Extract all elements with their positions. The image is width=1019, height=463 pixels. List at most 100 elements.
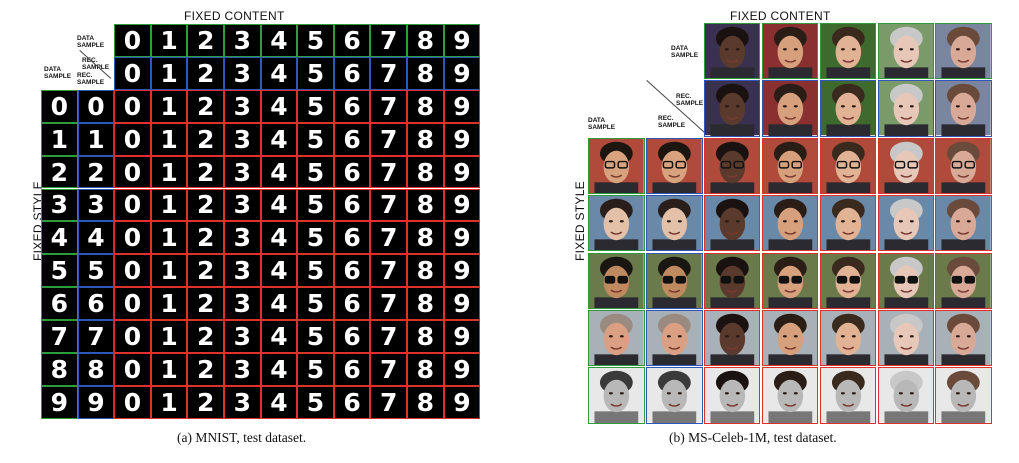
generated-digit: 2 [187,89,224,123]
style-rec-sample: 3 [77,188,115,222]
content-data-sample: 9 [443,24,481,57]
generated-digit: 5 [297,188,334,222]
generated-digit: 0 [114,89,151,123]
generated-digit: 1 [150,89,188,123]
corner-rec-sample-left-a: REC. SAMPLE [77,72,105,86]
generated-digit: 0 [114,188,151,222]
generated-face [761,310,819,367]
style-face-sample [588,252,645,309]
style-rec-sample: 0 [77,89,115,123]
style-data-sample: 5 [41,254,78,288]
generated-digit: 8 [407,320,444,353]
content-face-rec [877,80,935,137]
content-data-sample: 5 [297,24,334,57]
style-face-rec [645,195,703,252]
content-face-sample [877,23,935,80]
generated-digit: 3 [224,155,261,189]
generated-digit: 7 [370,254,407,288]
content-data-sample: 6 [333,24,371,57]
generated-digit: 5 [297,155,334,189]
generated-digit: 2 [187,385,224,419]
generated-digit: 1 [150,353,188,386]
generated-digit: 9 [443,385,481,419]
content-rec-sample: 5 [297,56,334,90]
style-data-sample: 9 [41,385,78,419]
style-data-sample: 0 [41,89,78,123]
generated-digit: 4 [260,287,298,321]
generated-face [703,195,761,252]
generated-digit: 3 [224,287,261,321]
generated-digit: 8 [407,188,444,222]
content-rec-sample: 9 [443,56,481,90]
generated-face [819,367,877,424]
generated-digit: 3 [224,89,261,123]
generated-digit: 3 [224,385,261,419]
generated-digit: 4 [260,89,298,123]
fixed-content-title-a: FIXED CONTENT [184,9,285,23]
generated-digit: 2 [187,122,224,156]
generated-digit: 4 [260,221,298,255]
corner-rec-sample-left-b: REC. SAMPLE [658,115,686,129]
caption-b: (b) MS-Celeb-1M, test dataset. [669,430,837,445]
content-data-sample: 3 [224,24,261,57]
content-face-rec [935,80,993,137]
content-data-sample: 2 [187,24,224,57]
generated-digit: 9 [443,320,481,353]
generated-digit: 8 [407,353,444,386]
content-data-sample: 7 [370,24,407,57]
content-face-rec [819,80,877,137]
generated-digit: 4 [260,254,298,288]
corner-rec-sample-a: REC. SAMPLE [82,57,110,71]
style-data-sample: 3 [41,188,78,222]
generated-face [877,252,935,309]
generated-digit: 7 [370,353,407,386]
content-data-sample: 4 [260,24,298,57]
generated-digit: 8 [407,122,444,156]
generated-digit: 6 [333,188,371,222]
generated-face [935,195,993,252]
generated-digit: 5 [297,287,334,321]
generated-face [761,195,819,252]
caption-a: (a) MNIST, test dataset. [177,430,307,445]
generated-digit: 1 [150,221,188,255]
generated-digit: 4 [260,188,298,222]
corner-data-sample-top-b: DATA SAMPLE [671,45,699,59]
generated-digit: 2 [187,254,224,288]
generated-digit: 6 [333,385,371,419]
generated-digit: 8 [407,385,444,419]
generated-face [877,367,935,424]
generated-digit: 3 [224,353,261,386]
content-face-sample [935,23,993,80]
generated-digit: 1 [150,287,188,321]
style-rec-sample: 6 [77,287,115,321]
style-rec-sample: 7 [77,320,115,353]
generated-digit: 7 [370,89,407,123]
content-data-sample: 0 [114,24,151,57]
content-rec-sample: 6 [333,56,371,90]
content-face-sample [703,23,761,80]
content-rec-sample: 4 [260,56,298,90]
generated-digit: 1 [150,188,188,222]
generated-digit: 8 [407,221,444,255]
generated-digit: 1 [150,385,188,419]
generated-face [819,137,877,194]
generated-digit: 6 [333,122,371,156]
generated-digit: 8 [407,89,444,123]
generated-digit: 5 [297,221,334,255]
fixed-content-title-b: FIXED CONTENT [730,9,831,23]
generated-digit: 9 [443,188,481,222]
generated-face [935,367,993,424]
style-rec-sample: 9 [77,385,115,419]
style-rec-sample: 2 [77,155,115,189]
style-data-sample: 7 [41,320,78,353]
style-face-sample [588,137,645,194]
style-face-rec [645,252,703,309]
style-rec-sample: 4 [77,221,115,255]
corner-data-sample-left-b: DATA SAMPLE [588,117,616,131]
generated-digit: 0 [114,320,151,353]
style-face-sample [588,367,645,424]
corner-rec-sample-b: REC. SAMPLE [676,93,704,107]
content-data-sample: 8 [407,24,444,57]
generated-digit: 0 [114,254,151,288]
style-data-sample: 2 [41,155,78,189]
